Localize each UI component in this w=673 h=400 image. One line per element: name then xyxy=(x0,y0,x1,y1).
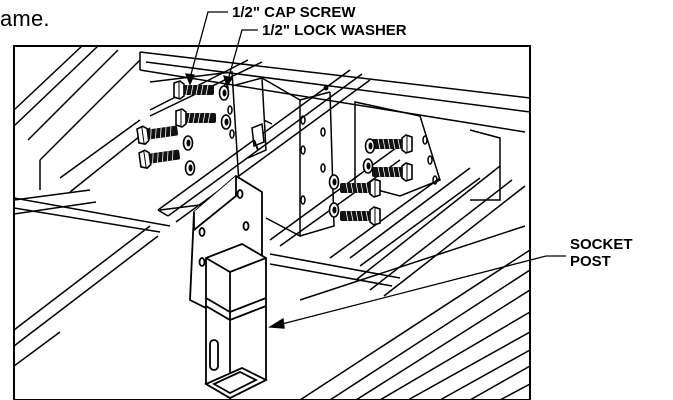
horizontal-cross-member xyxy=(14,197,401,287)
leader-lock-washer xyxy=(223,29,258,88)
socket-post-label-line1: SOCKET xyxy=(570,236,633,253)
frame-border xyxy=(13,45,531,400)
left-bolt-group xyxy=(135,80,232,176)
socket-post-label-line2: POST xyxy=(570,253,611,270)
right-bolt-group xyxy=(328,134,413,226)
socket-post-label: SOCKET POST xyxy=(570,236,633,270)
intro-text-fragment: ame. xyxy=(0,6,50,31)
socket-post xyxy=(189,174,269,400)
grease-fitting xyxy=(251,122,265,151)
lower-diagonal-members xyxy=(14,225,530,400)
lock-washer-label: 1/2" LOCK WASHER xyxy=(262,22,407,39)
leader-socket-post xyxy=(267,255,566,329)
top-cross-rail xyxy=(139,51,530,133)
center-mount-plates xyxy=(231,77,335,238)
left-frame-members xyxy=(14,46,151,215)
leader-cap-screw xyxy=(184,11,228,86)
right-mount-plate xyxy=(354,101,501,201)
cap-screw-label: 1/2" CAP SCREW xyxy=(232,4,356,21)
